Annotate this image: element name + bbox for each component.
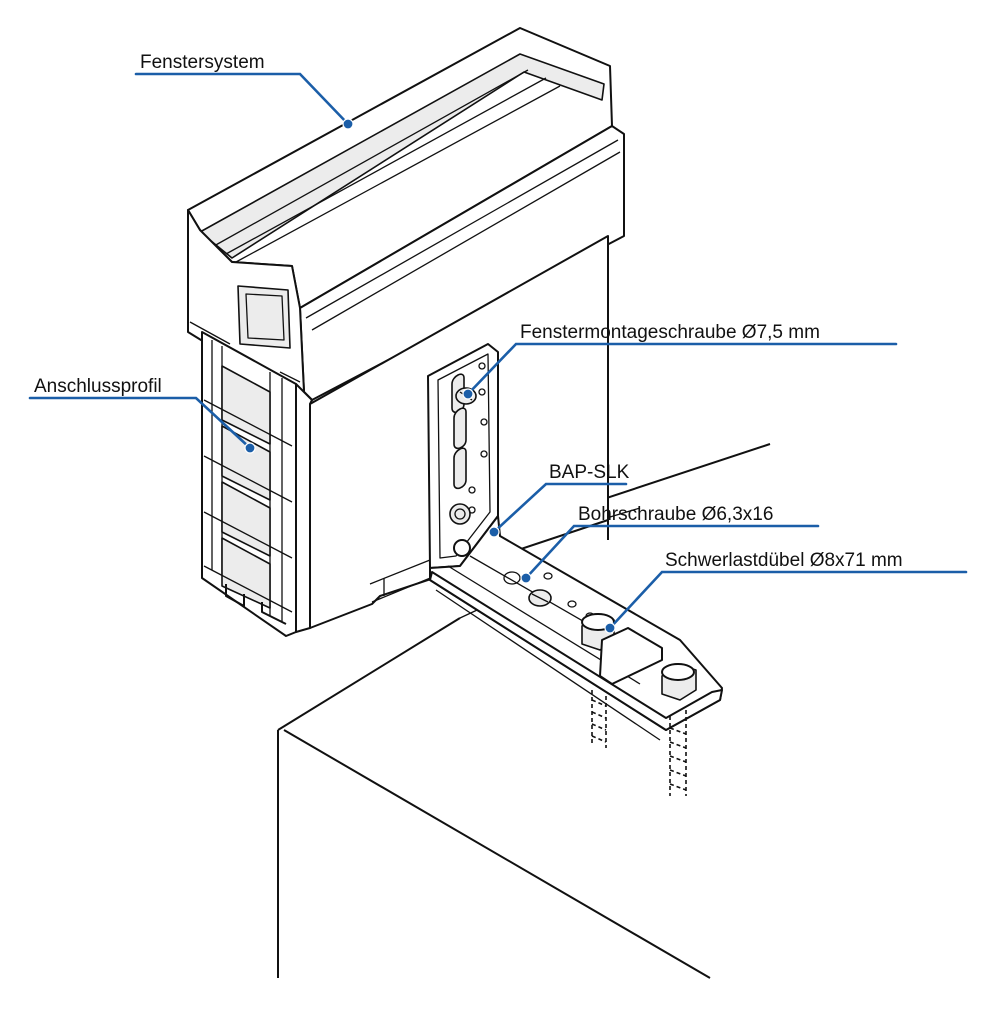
leader-fenstersystem [134,72,350,126]
label-fenstermontageschraube: Fenstermontageschraube Ø7,5 mm [520,322,820,343]
leader-dot-fenstermontageschraube [462,388,474,400]
leader-bap-slk [492,482,628,534]
leader-dot-schwerlastduebel [604,622,616,634]
heavy-load-anchors [581,613,697,796]
label-schwerlastduebel: Schwerlastdübel Ø8x71 mm [665,550,903,571]
bap-slk-bracket [427,343,723,741]
leader-bohrschraube [524,524,820,580]
leader-lines [28,72,968,634]
window-frame-profile [187,27,625,403]
label-anschlussprofil: Anschlussprofil [34,376,162,397]
leader-anschlussprofil [28,396,252,450]
leader-dot-anschlussprofil [244,442,256,454]
callout-labels: Fenstersystem Anschlussprofil Fenstermon… [34,52,903,571]
leader-dot-fenstersystem [342,118,354,130]
leader-fenstermontageschraube [466,342,898,396]
leader-schwerlastduebel [608,570,968,630]
label-fenstersystem: Fenstersystem [140,52,265,73]
leader-dot-bohrschraube [520,572,532,584]
leader-dot-bap-slk [488,526,500,538]
label-bap-slk: BAP-SLK [549,462,630,483]
label-bohrschraube: Bohrschraube Ø6,3x16 [578,504,773,525]
